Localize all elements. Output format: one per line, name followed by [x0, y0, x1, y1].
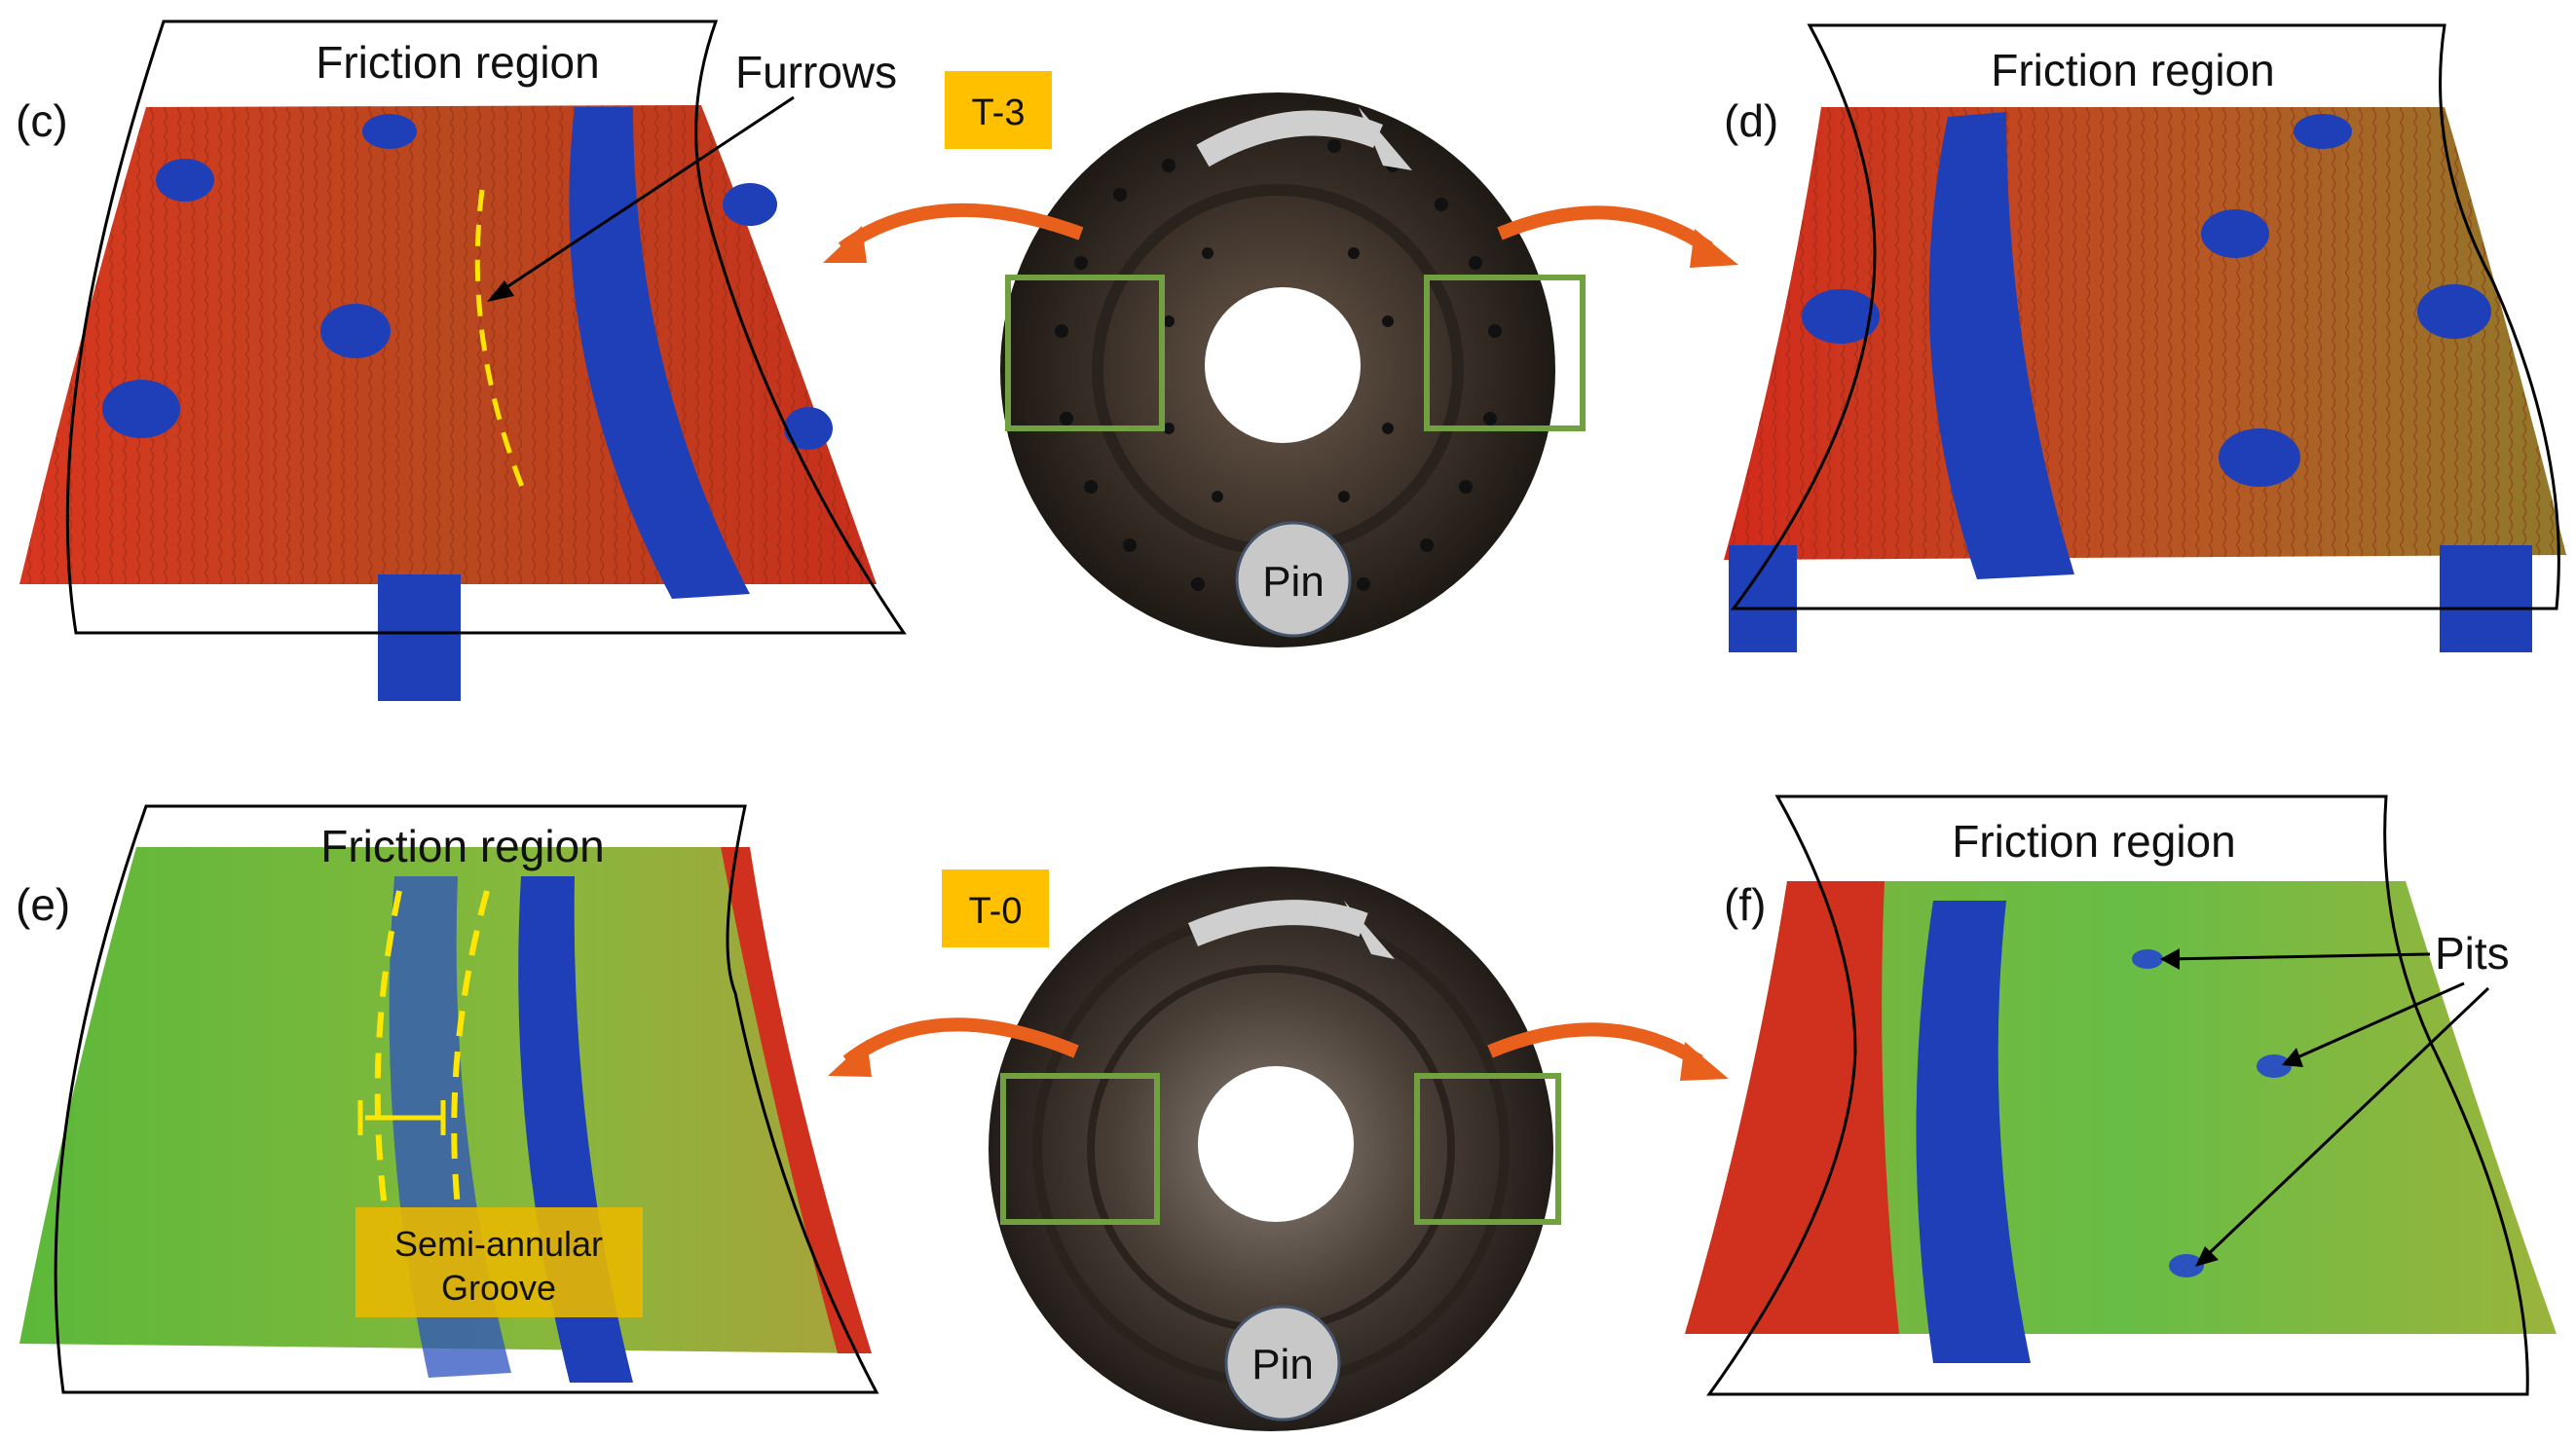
panel-f: Friction region Pits (f) [1685, 794, 2557, 1396]
rotation-arrow-t0 [1187, 900, 1368, 947]
pit-d-column [2440, 545, 2532, 652]
disc-t3: T-3 Pin [823, 71, 1738, 647]
pit-c-1 [156, 159, 214, 202]
frame-c [65, 19, 907, 635]
panel-label-c: (c) [16, 95, 68, 146]
friction-region-label-c: Friction region [316, 37, 599, 88]
orange-arrow-t3-left [838, 203, 1084, 254]
orange-arrowhead-t0-right [1680, 1042, 1729, 1081]
box-t3-left [1005, 275, 1165, 431]
disc-t0-center-hole [1198, 1066, 1354, 1222]
pits-label: Pits [2435, 928, 2510, 979]
friction-region-label-f: Friction region [1952, 816, 2235, 867]
friction-region-label-e: Friction region [320, 821, 604, 871]
surface-f-green [1685, 881, 2557, 1334]
pin-t0-label: Pin [1251, 1341, 1314, 1388]
box-t0-right [1414, 1073, 1561, 1225]
frame-f [1706, 794, 2529, 1396]
groove-f [1916, 901, 2031, 1363]
furrows-arrowhead [487, 280, 514, 302]
pin-t3 [1235, 521, 1352, 638]
groove-label-line2: Groove [441, 1268, 556, 1308]
rotation-arrowhead-t0 [1344, 901, 1395, 959]
pit-c-column [378, 574, 461, 701]
box-t3-right [1424, 275, 1586, 431]
pit-c-5 [723, 183, 777, 226]
orange-arrow-t0-left [842, 1017, 1079, 1067]
furrows-arrow [491, 95, 795, 299]
friction-region-label-d: Friction region [1991, 45, 2274, 95]
pit-d-3 [1802, 289, 1880, 344]
pit-d-5 [2219, 428, 2300, 487]
panel-c: Friction region Furrows (c) [16, 19, 907, 701]
groove-label-box [355, 1207, 643, 1317]
disc-t3-center-hole [1205, 287, 1361, 443]
disc-t3-holes [1055, 139, 1502, 591]
pit-d-2 [2201, 209, 2269, 258]
tag-t3 [945, 71, 1052, 149]
pit-d-4 [2417, 284, 2491, 339]
dashed-groove-left [374, 890, 402, 1208]
pit-c-2 [362, 114, 417, 149]
pits-arrowhead-3 [2195, 1246, 2219, 1267]
dashed-groove-right [451, 890, 490, 1208]
pit-c-6 [784, 407, 833, 450]
panel-label-d: (d) [1724, 95, 1778, 146]
pits-arrowhead-2 [2282, 1048, 2303, 1067]
orange-arrowhead-t3-right [1690, 229, 1738, 268]
pit-f-1 [2132, 949, 2163, 969]
panel-label-f: (f) [1724, 879, 1766, 930]
frame-e [54, 804, 879, 1394]
furrows-label: Furrows [735, 47, 897, 97]
orange-arrowhead-t3-left [823, 226, 867, 263]
pits-arrow-1 [2166, 952, 2431, 961]
rotation-arrowhead-t3 [1359, 107, 1412, 170]
pin-t3-label: Pin [1262, 558, 1325, 606]
panel-e: Semi-annular Groove Friction region (e) [16, 804, 879, 1394]
pit-f-2 [2257, 1054, 2292, 1078]
pit-c-4 [102, 380, 180, 438]
pit-f-3 [2169, 1254, 2204, 1277]
pits-arrowhead-1 [2160, 948, 2180, 970]
panel-label-e: (e) [16, 879, 70, 930]
orange-arrow-t0-right [1487, 1022, 1703, 1067]
pits-arrow-3 [2199, 986, 2490, 1263]
tag-t3-label: T-3 [972, 92, 1026, 133]
pits-arrow-2 [2288, 981, 2465, 1063]
surface-c-texture [19, 105, 877, 584]
panel-d: Friction region (d) [1724, 23, 2566, 652]
furrow-dashed-line [474, 189, 529, 498]
pit-d-1 [2294, 114, 2352, 149]
pit-c-3 [320, 304, 391, 358]
frame-d [1731, 23, 2560, 610]
tag-t0-label: T-0 [969, 891, 1023, 932]
rotation-arrow-t3 [1196, 110, 1383, 167]
orange-arrow-t3-right [1497, 205, 1713, 254]
tag-t0 [942, 869, 1049, 947]
surface-f-red [1685, 881, 1899, 1334]
box-t0-left [1000, 1073, 1160, 1225]
surface-e-red-edge [721, 847, 872, 1353]
groove-c [569, 107, 750, 599]
pin-t0 [1224, 1305, 1341, 1422]
disc-t0: T-0 Pin [828, 867, 1729, 1431]
orange-arrowhead-t0-left [828, 1040, 872, 1077]
groove-d [1928, 112, 2074, 579]
groove-label-line1: Semi-annular [394, 1224, 603, 1264]
